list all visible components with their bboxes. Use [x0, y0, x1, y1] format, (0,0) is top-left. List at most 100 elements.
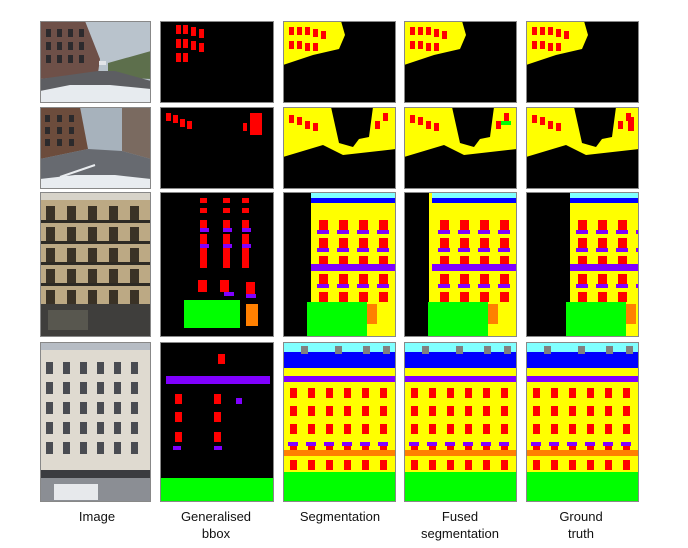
balcony: [596, 248, 608, 252]
photo-window: [45, 139, 50, 146]
window: [465, 460, 472, 470]
window: [326, 424, 333, 434]
window: [623, 388, 630, 398]
window: [440, 256, 449, 266]
window: [380, 442, 387, 452]
panel-street-1-bbox: [160, 21, 274, 103]
bbox-window: [200, 258, 207, 268]
window: [532, 115, 537, 123]
window: [500, 220, 509, 230]
balcony: [377, 284, 389, 288]
window: [551, 388, 558, 398]
bbox-window: [223, 234, 230, 244]
window: [623, 406, 630, 416]
bbox-balcony: [242, 228, 251, 232]
window: [605, 442, 612, 452]
balcony-band: [283, 376, 396, 382]
window: [290, 442, 297, 452]
window: [587, 388, 594, 398]
window: [465, 388, 472, 398]
balcony: [585, 442, 595, 446]
panel-street-2-ground_truth: [526, 107, 639, 189]
door-band: [283, 450, 396, 456]
bbox-window: [198, 280, 207, 292]
bbox-window: [223, 248, 230, 258]
window: [483, 424, 490, 434]
balcony: [636, 248, 639, 252]
roof: [526, 352, 639, 368]
window: [290, 406, 297, 416]
window: [308, 460, 315, 470]
balcony-rail: [40, 220, 151, 223]
balcony: [478, 284, 490, 288]
photo-window: [46, 290, 55, 304]
window: [623, 460, 630, 470]
window: [569, 424, 576, 434]
window: [305, 43, 310, 51]
roof: [570, 198, 639, 203]
window: [533, 460, 540, 470]
balcony: [342, 442, 352, 446]
bbox-window: [183, 53, 188, 62]
window: [500, 256, 509, 266]
photo-window: [57, 115, 62, 122]
photo-window: [114, 382, 121, 394]
balcony: [531, 442, 541, 446]
bbox-window: [191, 41, 196, 50]
bbox-window: [183, 39, 188, 48]
photo-window: [88, 269, 97, 283]
balcony: [498, 230, 510, 234]
balcony: [378, 442, 388, 446]
window: [618, 220, 627, 230]
chimney: [578, 346, 585, 354]
panel-border: [283, 21, 396, 103]
panel-border: [283, 192, 396, 337]
window: [500, 238, 509, 248]
panel-street-1-image: [40, 21, 151, 103]
photo-window: [68, 29, 73, 37]
chimney: [383, 346, 390, 354]
balcony: [306, 442, 316, 446]
photo-window: [46, 382, 53, 394]
window: [305, 121, 310, 129]
window: [533, 406, 540, 416]
window: [533, 388, 540, 398]
window: [533, 424, 540, 434]
window: [501, 424, 508, 434]
window: [551, 406, 558, 416]
window: [321, 31, 326, 39]
balcony: [337, 248, 349, 252]
photo-window: [114, 422, 121, 434]
bbox-shop: [160, 478, 274, 502]
panel-street-2-bbox: [160, 107, 274, 189]
window: [447, 388, 454, 398]
shop: [307, 302, 367, 337]
window: [362, 460, 369, 470]
balcony: [636, 284, 639, 288]
window: [339, 292, 348, 302]
photo-window: [79, 42, 84, 50]
window: [418, 41, 423, 49]
window: [532, 27, 537, 35]
window: [623, 442, 630, 452]
window: [460, 220, 469, 230]
window: [344, 388, 351, 398]
bbox-window: [223, 220, 230, 230]
window: [618, 274, 627, 284]
chimney: [544, 346, 551, 354]
photo-window: [67, 269, 76, 283]
window: [587, 460, 594, 470]
chimney: [301, 346, 308, 354]
trees-right: [108, 51, 151, 79]
photo-window: [57, 55, 62, 63]
window: [578, 274, 587, 284]
balcony: [337, 230, 349, 234]
bbox-window: [214, 412, 221, 422]
window: [605, 424, 612, 434]
photo-window: [46, 29, 51, 37]
panel-border: [526, 21, 639, 103]
photo-window: [57, 29, 62, 37]
window: [548, 43, 553, 51]
photo-window: [46, 227, 55, 241]
window: [533, 442, 540, 452]
